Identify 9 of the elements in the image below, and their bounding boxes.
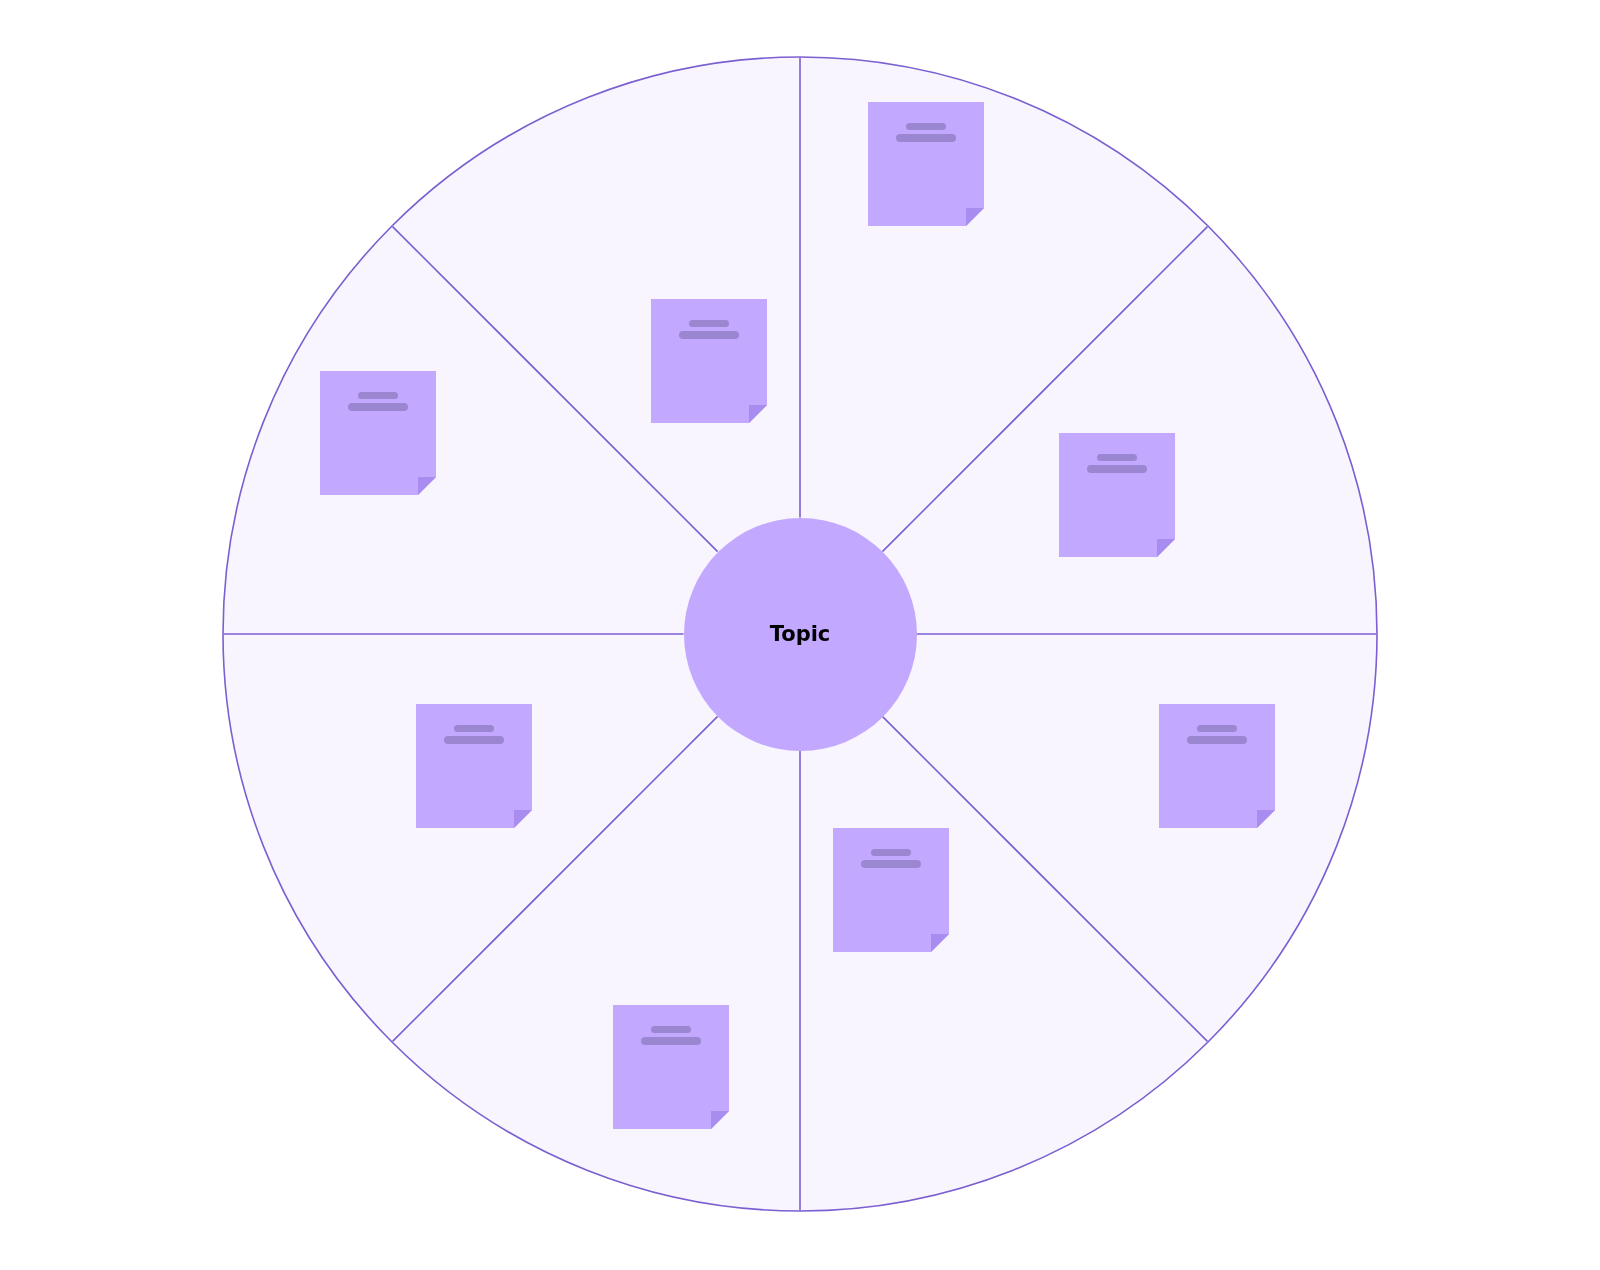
sticky-note [833,828,949,952]
sticky-note [1159,704,1275,828]
sticky-note [320,371,436,495]
sticky-note [868,102,984,226]
sticky-note [651,299,767,423]
sticky-note [613,1005,729,1129]
sticky-note [1059,433,1175,557]
sticky-note [416,704,532,828]
topic-label: Topic [769,623,831,645]
